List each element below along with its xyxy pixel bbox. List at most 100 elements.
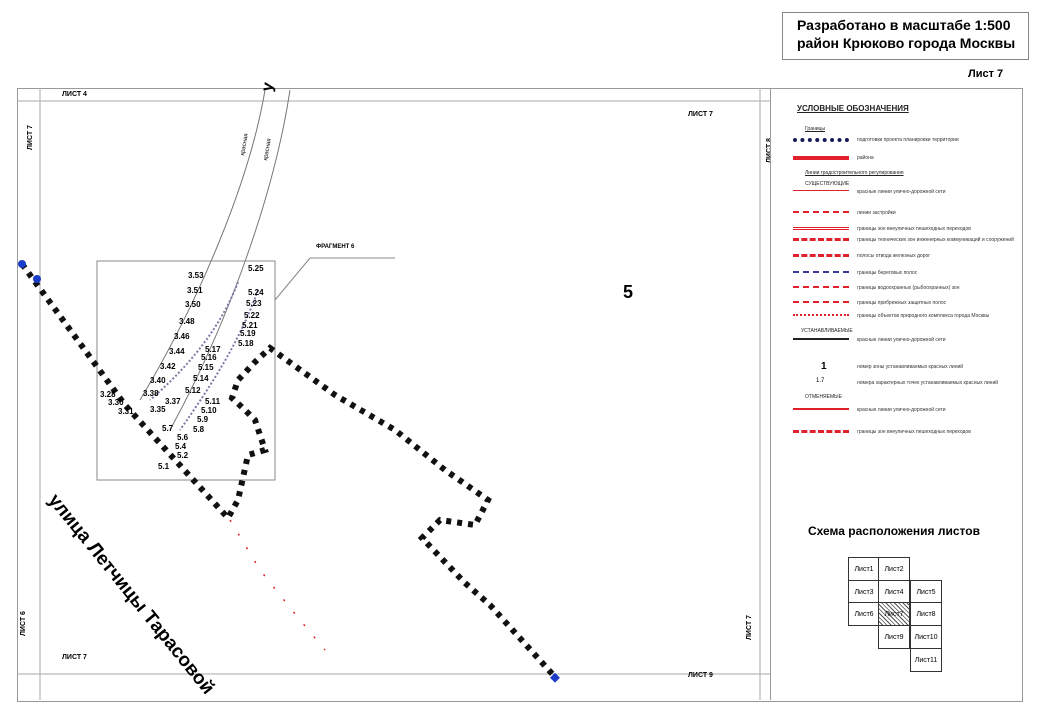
- boundary-start-marker: [18, 260, 26, 268]
- point-right-label: 5.10: [201, 406, 217, 415]
- legend-item: подготовки проекта планировки территории: [771, 136, 1023, 148]
- legend-text: красные линии улично-дорожной сети: [857, 407, 946, 413]
- label-top-left: ЛИСТ 4: [62, 91, 87, 98]
- legend-item: района: [771, 154, 1023, 166]
- legend-panel: УСЛОВНЫЕ ОБОЗНАЧЕНИЯ Границы Линии градо…: [770, 88, 1023, 700]
- legend-item: полосы отвода железных дорог: [771, 252, 1023, 264]
- legend-existing: СУЩЕСТВУЮЩИЕ: [805, 181, 850, 187]
- legend-text: границы зон внеуличных пешеходных перехо…: [857, 226, 971, 232]
- point-right-label: 5.11: [205, 397, 221, 406]
- legend-sub-borders: Границы: [805, 126, 825, 132]
- point-right-label: 5.15: [198, 363, 214, 372]
- legend-text: границы технических зон инженерных комму…: [857, 237, 1014, 243]
- title-line-2: район Крюково города Москвы: [797, 35, 1016, 51]
- point-right-label: 5.12: [185, 386, 201, 395]
- legend-item: номера характерных точек устанавливаемых…: [771, 379, 1023, 391]
- planning-boundary: [19, 262, 558, 680]
- legend-sample: [793, 238, 849, 249]
- scheme-sheet-cell: Лист5: [910, 580, 942, 604]
- point-right-label: 5.7: [162, 424, 174, 433]
- legend-sample: [793, 138, 849, 150]
- label-left-bottom: ЛИСТ 6: [20, 611, 27, 636]
- point-left-label: 3.37: [165, 397, 181, 406]
- point-left-label: 3.40: [150, 376, 166, 385]
- legend-sample: [793, 227, 849, 238]
- boundary-end-marker: [550, 672, 560, 683]
- scheme-sheet-cell: Лист4: [878, 580, 910, 604]
- legend-text: района: [857, 155, 874, 161]
- point-right-label: 5.9: [197, 415, 209, 424]
- legend-text: красные линии улично-дорожной сети: [857, 337, 946, 343]
- point-right-label: 5.4: [175, 442, 187, 451]
- legend-sample: [793, 338, 849, 348]
- legend-sample: [793, 408, 849, 418]
- point-left-label: 3.46: [174, 332, 190, 341]
- label-bottom-left: ЛИСТ 7: [62, 654, 87, 661]
- legend-sample: [793, 211, 849, 221]
- point-chain-left: [149, 281, 239, 401]
- legend-text: подготовки проекта планировки территории: [857, 137, 959, 143]
- legend-item: границы прибрежных защитных полос: [771, 299, 1023, 311]
- label-right-bottom: ЛИСТ 7: [746, 615, 753, 640]
- label-left-top: ЛИСТ 7: [27, 125, 34, 150]
- point-right-label: 5.24: [248, 288, 264, 297]
- label-top-right: ЛИСТ 7: [688, 111, 713, 118]
- scheme-sheet-cell: Лист8: [910, 602, 942, 626]
- point-left-label: 3.38: [143, 389, 159, 398]
- scheme-title: Схема расположения листов: [808, 524, 980, 538]
- point-left-label: 3.31: [118, 407, 134, 416]
- legend-text: границы водоохранных (рыбоохранных) зон: [857, 285, 960, 291]
- boundary-marker-2: [33, 275, 41, 283]
- label-bottom-right: ЛИСТ 9: [688, 672, 713, 679]
- zone-number: 5: [623, 282, 634, 302]
- point-right-label: 5.16: [201, 353, 217, 362]
- point-right-label: 5.18: [238, 339, 254, 348]
- legend-item: границы водоохранных (рыбоохранных) зон: [771, 284, 1023, 296]
- legend-text: линии застройки: [857, 210, 896, 216]
- legend-item: линии застройки: [771, 209, 1023, 221]
- red-line-2: [169, 89, 291, 431]
- fragment-label: ФРАГМЕНТ 6: [316, 244, 355, 250]
- scheme-sheet-cell: Лист1: [848, 557, 880, 581]
- point-left-label: 3.50: [185, 300, 201, 309]
- legend-text: границы прибрежных защитных полос: [857, 300, 947, 306]
- legend-sub-regulation: Линии градостроительного регулирования: [805, 170, 904, 176]
- sheet-label: Лист 7: [968, 68, 1004, 80]
- fragment-box: [96, 260, 276, 481]
- legend-text: красные линии улично-дорожной сети: [857, 189, 946, 195]
- point-right-label: 5.14: [193, 374, 209, 383]
- legend-text: полосы отвода железных дорог: [857, 253, 931, 259]
- legend-item: границы зон внеуличных пешеходных перехо…: [771, 225, 1023, 237]
- fragment-leader: [274, 257, 311, 301]
- legend-sample: [793, 271, 849, 281]
- legend-sample: [793, 314, 849, 324]
- point-left-label: 3.35: [150, 405, 166, 414]
- point-right-label: 5.17: [205, 345, 221, 354]
- scheme-sheet-cell: Лист6: [848, 602, 880, 626]
- legend-text: границы зон внеуличных пешеходных перехо…: [857, 429, 971, 435]
- point-left-label: 3.30: [108, 398, 124, 407]
- legend-text: границы объектов природного комплекса го…: [857, 313, 990, 319]
- legend-point-example: 1.7: [816, 378, 825, 384]
- legend-item: красные линии улично-дорожной сети: [771, 188, 1023, 200]
- scheme-sheet-cell: Лист3: [848, 580, 880, 604]
- legend-item: границы зон внеуличных пешеходных перехо…: [771, 428, 1023, 440]
- legend-sample: [793, 156, 849, 168]
- legend-cancelled: ОТМЕНЯЕМЫЕ: [805, 394, 842, 400]
- point-right-label: 5.1: [158, 462, 170, 471]
- red-segment: [229, 519, 326, 651]
- legend-sample: [793, 190, 849, 199]
- legend-sample: [793, 254, 849, 265]
- legend-title: УСЛОВНЫЕ ОБОЗНАЧЕНИЯ: [797, 104, 909, 113]
- point-right-label: 5.8: [193, 425, 205, 434]
- point-left-label: 3.48: [179, 317, 195, 326]
- legend-item: границы береговых полос: [771, 269, 1023, 281]
- point-left-label: 3.53: [188, 271, 204, 280]
- legend-item: границы объектов природного комплекса го…: [771, 312, 1023, 324]
- legend-text: номер зоны устанавливаемых красных линий: [857, 364, 964, 370]
- red-line-1: [139, 89, 266, 401]
- legend-sample: [793, 286, 849, 296]
- scheme-sheet-cell: Лист9: [878, 625, 910, 649]
- legend-item: красные линии улично-дорожной сети: [771, 336, 1023, 348]
- title-line-1: Разработано в масштабе 1:500: [797, 17, 1011, 33]
